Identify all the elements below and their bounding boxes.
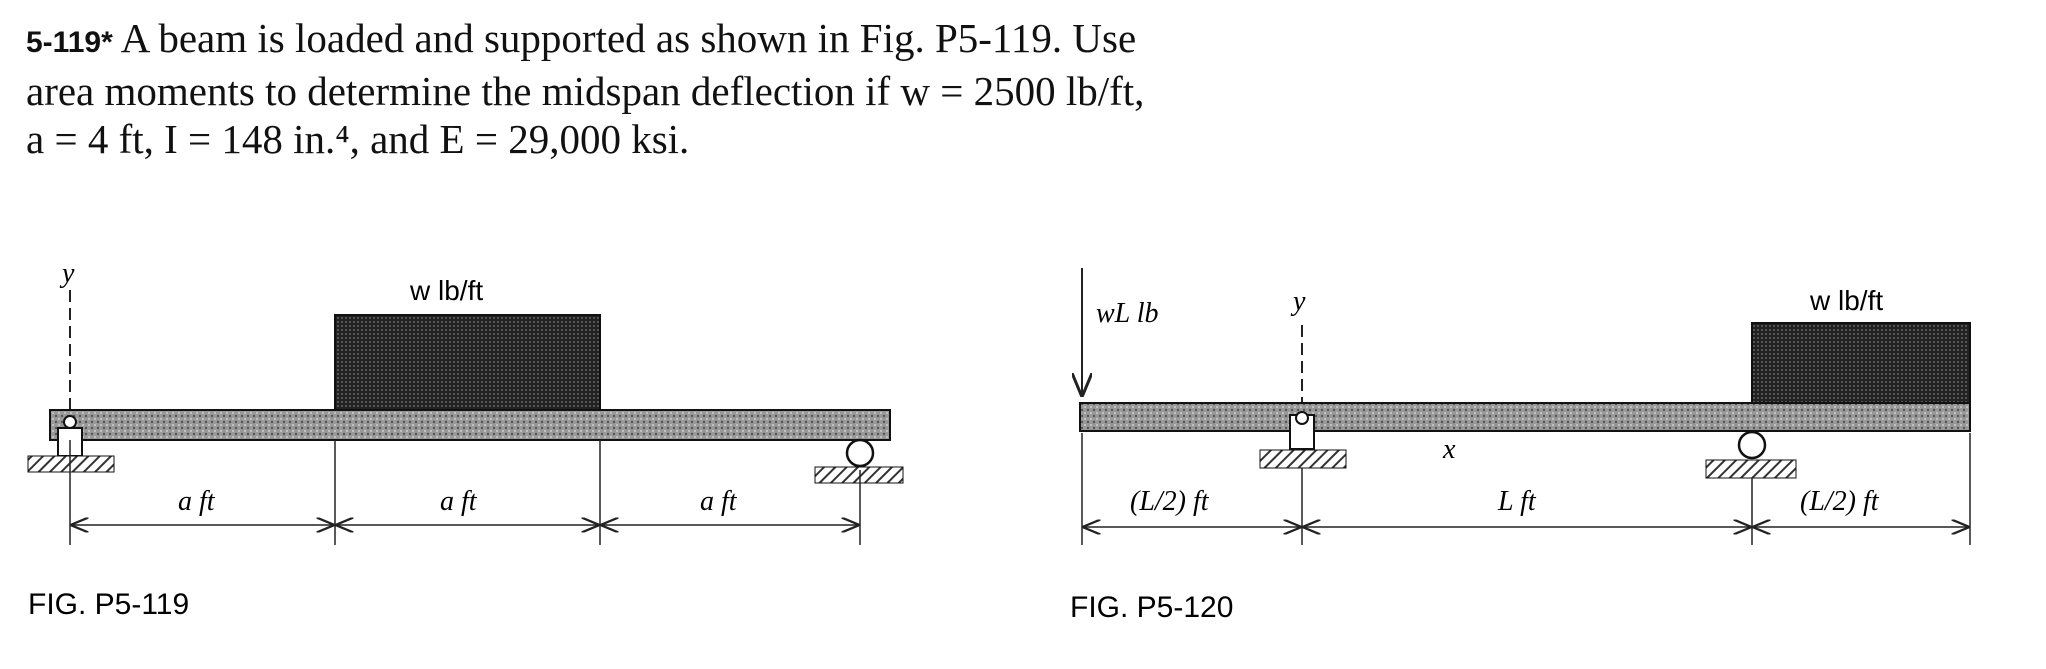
x-axis-label: x xyxy=(1442,434,1456,465)
ground-hatch xyxy=(1705,459,1797,479)
distributed-load-block xyxy=(334,314,601,411)
distributed-load-label: w lb/ft xyxy=(1809,285,1883,316)
beam xyxy=(49,409,891,441)
ground-hatch xyxy=(814,466,904,484)
y-axis-label: y xyxy=(1290,286,1306,317)
figure-caption: FIG. P5-120 xyxy=(1070,591,1233,624)
distributed-load-label: w lb/ft xyxy=(409,275,483,306)
dimension-label: L ft xyxy=(1497,486,1537,517)
roller-icon xyxy=(845,438,875,468)
roller-icon xyxy=(1737,430,1767,460)
dimension-label: a ft xyxy=(178,486,216,517)
problem-number: 5-119* xyxy=(26,26,113,59)
ground-hatch xyxy=(1259,449,1347,469)
figure-p5-120: wL lb y w lb/ft x (L/2) ft L ft (L/2) ft… xyxy=(1070,268,1971,624)
problem-line-3: a = 4 ft, I = 148 in.⁴, and E = 29,000 k… xyxy=(26,116,690,162)
dimension-label: (L/2) ft xyxy=(1800,486,1880,517)
problem-statement: 5-119* A beam is loaded and supported as… xyxy=(26,14,1676,163)
dimension-label: a ft xyxy=(700,486,738,517)
problem-line-1: A beam is loaded and supported as shown … xyxy=(120,15,1137,61)
ground-hatch xyxy=(27,455,115,473)
point-load-label: wL lb xyxy=(1096,298,1159,329)
beam xyxy=(1079,402,1971,432)
figure-p5-119: y w lb/ft a ft a ft a ft FIG. P5-119 xyxy=(27,258,904,621)
figure-caption: FIG. P5-119 xyxy=(28,588,189,621)
dimension-label: (L/2) ft xyxy=(1130,486,1210,517)
y-axis-label: y xyxy=(59,258,75,289)
pin-icon xyxy=(63,415,77,429)
distributed-load-block xyxy=(1751,322,1971,404)
pin-icon xyxy=(1295,411,1309,425)
problem-line-2: area moments to determine the midspan de… xyxy=(26,68,1145,114)
dimension-label: a ft xyxy=(440,486,478,517)
